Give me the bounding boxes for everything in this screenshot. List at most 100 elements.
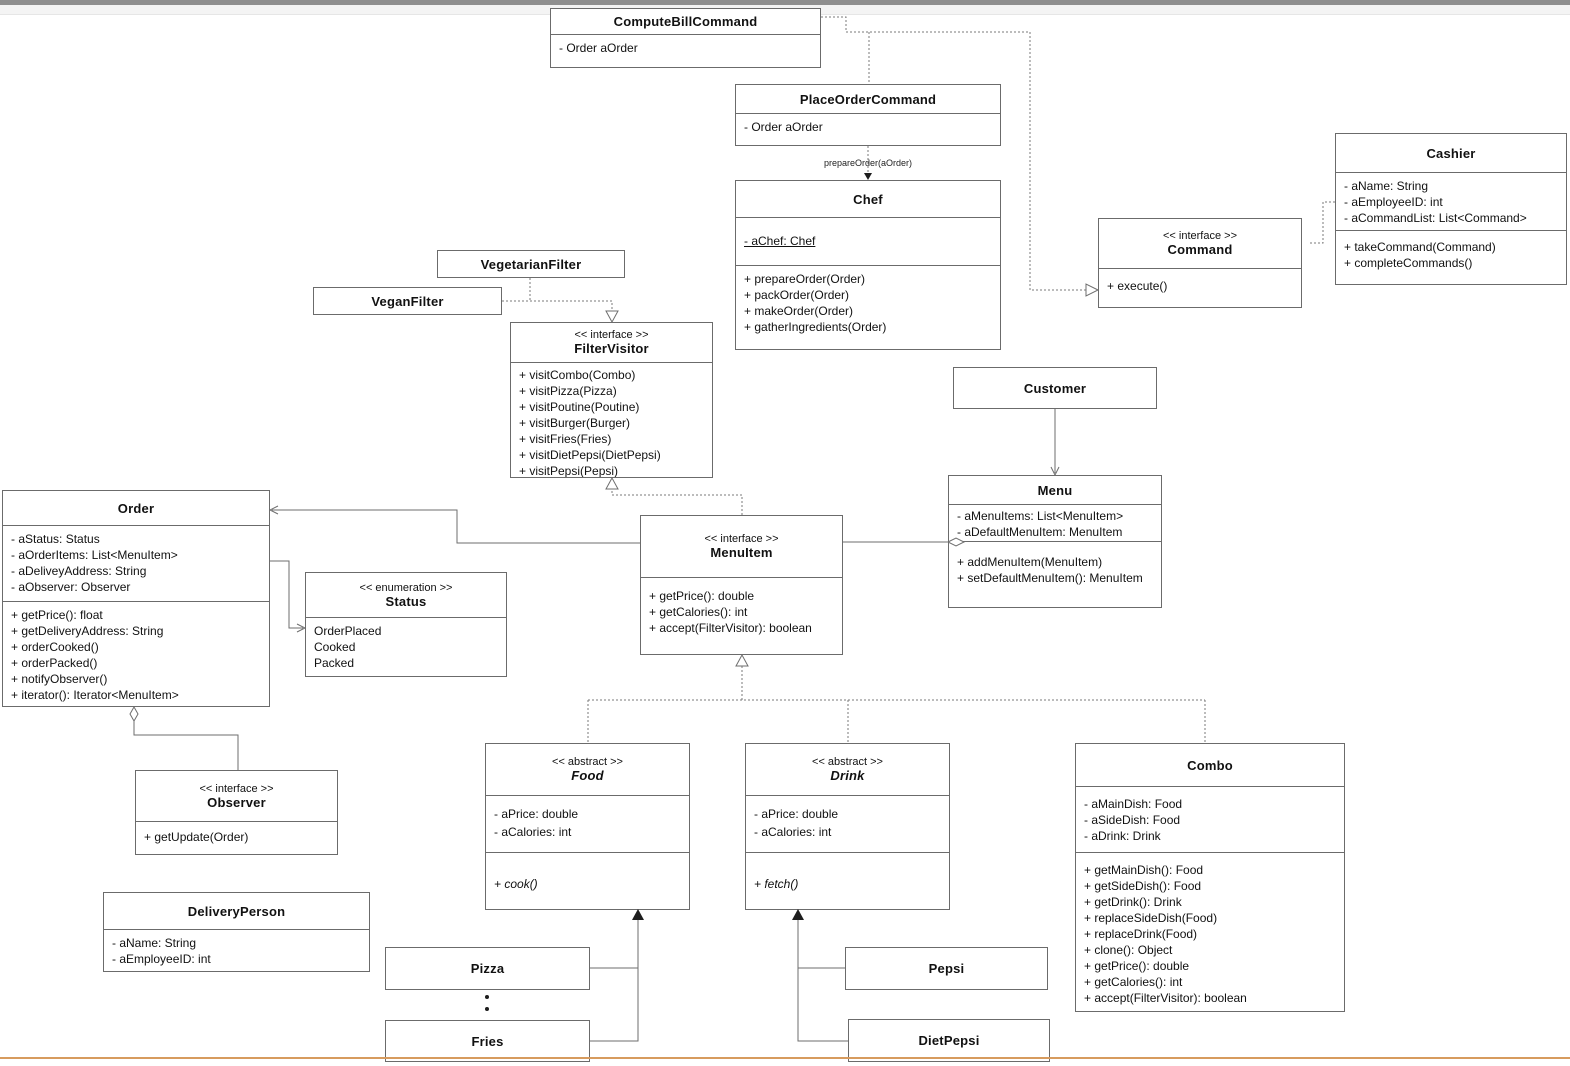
triangle-command-left [1085, 283, 1100, 297]
stereotype: << interface >> [704, 533, 779, 545]
method: + completeCommands() [1344, 256, 1473, 270]
stereotype: << interface >> [574, 329, 649, 341]
class-title: PlaceOrderCommand [799, 91, 937, 107]
class-pizza[interactable]: Pizza [385, 947, 590, 990]
class-placeordercommand[interactable]: PlaceOrderCommand - Order aOrder [735, 84, 1001, 146]
attribute: - aChef: Chef [744, 234, 816, 248]
class-title: VegetarianFilter [480, 256, 582, 272]
method: + setDefaultMenuItem(): MenuItem [957, 571, 1143, 585]
edge-menuitem-filtervisitor [611, 489, 743, 515]
attribute: - aSideDish: Food [1084, 813, 1181, 827]
class-filtervisitor[interactable]: << interface >> FilterVisitor + visitCom… [510, 322, 713, 478]
enum-value: Packed [314, 656, 355, 670]
edge-cashier-command [1310, 201, 1335, 244]
class-command[interactable]: << interface >> Command + execute() [1098, 218, 1302, 308]
class-chef[interactable]: Chef - aChef: Chef + prepareOrder(Order)… [735, 180, 1001, 350]
method: + getSideDish(): Food [1084, 879, 1202, 893]
attribute: - Order aOrder [744, 120, 823, 134]
class-title: MenuItem [710, 545, 773, 560]
method: + addMenuItem(MenuItem) [957, 555, 1103, 569]
attribute: - aDefaultMenuItem: MenuItem [957, 525, 1123, 539]
class-title: Order [117, 500, 155, 516]
class-title: Food [571, 768, 604, 783]
class-title: Pepsi [928, 961, 965, 976]
method: + gatherIngredients(Order) [744, 320, 887, 334]
arrow-open-status-left [296, 623, 307, 633]
class-fries[interactable]: Fries [385, 1020, 590, 1062]
class-vegetarianfilter[interactable]: VegetarianFilter [437, 250, 625, 278]
triangle-drink-bottom [792, 909, 804, 920]
class-order[interactable]: Order - aStatus: Status - aOrderItems: L… [2, 490, 270, 707]
class-status[interactable]: << enumeration >> Status OrderPlaced Coo… [305, 572, 507, 677]
method: + visitPizza(Pizza) [519, 384, 617, 398]
method: + execute() [1107, 279, 1168, 293]
class-title: Fries [471, 1033, 504, 1049]
edge-realize-trunk [587, 666, 1206, 743]
method: + packOrder(Order) [744, 288, 850, 302]
class-title: Combo [1187, 757, 1233, 773]
stereotype: << abstract >> [552, 756, 623, 768]
bottom-rule [0, 1057, 1570, 1059]
method: + accept(FilterVisitor): boolean [1084, 991, 1247, 1005]
class-deliveryperson[interactable]: DeliveryPerson - aName: String - aEmploy… [103, 892, 370, 972]
enum-value: OrderPlaced [314, 624, 382, 638]
method: + takeCommand(Command) [1344, 240, 1496, 254]
class-computebillcommand[interactable]: ComputeBillCommand - Order aOrder [550, 8, 821, 68]
method: + getCalories(): int [1084, 975, 1183, 989]
method: + getDrink(): Drink [1084, 895, 1182, 909]
class-menuitem[interactable]: << interface >> MenuItem + getPrice(): d… [640, 515, 843, 655]
class-customer[interactable]: Customer [953, 367, 1157, 409]
method: + getUpdate(Order) [144, 830, 249, 844]
triangle-filtervisitor-bottom [605, 476, 619, 490]
diamond-order-bottom [129, 705, 139, 723]
attribute: - aDeliveyAddress: String [11, 564, 147, 578]
class-title: Pizza [470, 961, 505, 976]
attribute: - aEmployeeID: int [1344, 195, 1443, 209]
class-combo[interactable]: Combo - aMainDish: Food - aSideDish: Foo… [1075, 743, 1345, 1012]
class-drink[interactable]: << abstract >> Drink - aPrice: double - … [745, 743, 950, 910]
edge-order-status [270, 560, 303, 629]
class-pepsi[interactable]: Pepsi [845, 947, 1048, 990]
attribute: - Order aOrder [559, 41, 638, 55]
method: + getDeliveryAddress: String [11, 624, 164, 638]
triangle-menuitem-bottom [735, 653, 749, 667]
class-veganfilter[interactable]: VeganFilter [313, 287, 502, 315]
edge-menuitem-order [272, 509, 640, 544]
class-title: Chef [853, 191, 883, 207]
method: + notifyObserver() [11, 672, 108, 686]
method: + makeOrder(Order) [744, 304, 854, 318]
method: + orderCooked() [11, 640, 99, 654]
method: + getCalories(): int [649, 605, 748, 619]
edge-order-observer [133, 721, 239, 770]
edge-label-prepareorder: prepareOrder(aOrder) [823, 158, 913, 168]
class-title: DietPepsi [918, 1033, 980, 1048]
arrow-chef-top [864, 173, 872, 180]
attribute: - aCalories: int [754, 825, 832, 839]
class-title: Command [1167, 242, 1233, 257]
method: + iterator(): Iterator<MenuItem> [11, 688, 179, 702]
edge-dietpepsi-drink [797, 968, 848, 1042]
method: + prepareOrder(Order) [744, 272, 866, 286]
triangle-filtervisitor-top [605, 310, 619, 324]
method: + replaceDrink(Food) [1084, 927, 1198, 941]
ellipsis-dot [485, 995, 489, 999]
class-title: FilterVisitor [574, 341, 649, 356]
attribute: - aStatus: Status [11, 532, 100, 546]
edge-fries-food [590, 968, 639, 1042]
method: + getPrice(): double [649, 589, 755, 603]
method: + visitDietPepsi(DietPepsi) [519, 448, 661, 462]
class-observer[interactable]: << interface >> Observer + getUpdate(Ord… [135, 770, 338, 855]
class-menu[interactable]: Menu - aMenuItems: List<MenuItem> - aDef… [948, 475, 1162, 608]
class-cashier[interactable]: Cashier - aName: String - aEmployeeID: i… [1335, 133, 1567, 285]
class-dietpepsi[interactable]: DietPepsi [848, 1019, 1050, 1062]
class-food[interactable]: << abstract >> Food - aPrice: double - a… [485, 743, 690, 910]
attribute: - aPrice: double [754, 807, 839, 821]
class-title: Cashier [1426, 145, 1476, 161]
attribute: - aOrderItems: List<MenuItem> [11, 548, 178, 562]
class-title: Menu [1037, 482, 1073, 498]
method: + getPrice(): float [11, 608, 103, 622]
method: + visitPoutine(Poutine) [519, 400, 640, 414]
class-title: VeganFilter [371, 293, 444, 309]
attribute: - aObserver: Observer [11, 580, 131, 594]
